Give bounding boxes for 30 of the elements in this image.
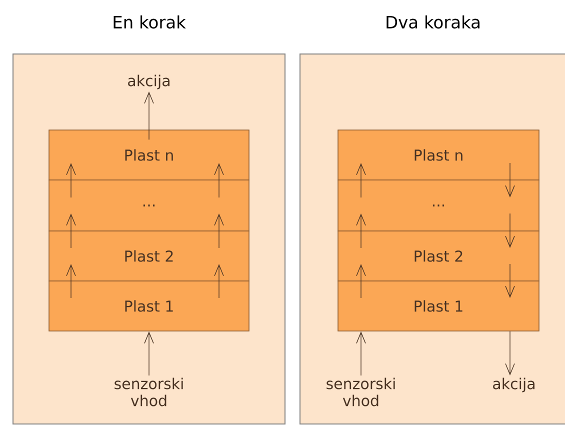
arrow — [144, 331, 154, 376]
label-text: akcija — [493, 378, 534, 392]
heading: Dva koraka — [386, 15, 480, 29]
label-text: akcija — [128, 74, 170, 90]
arrow — [356, 213, 366, 248]
layer-box: ... — [338, 180, 540, 232]
layer-box: Plast 2 — [338, 230, 540, 282]
layer-box: ... — [48, 180, 250, 232]
arrow — [356, 162, 366, 198]
arrow — [356, 264, 366, 298]
arrow — [505, 213, 515, 248]
arrow — [144, 91, 154, 140]
label-text: senzorski vhod — [326, 378, 395, 406]
arrow — [214, 213, 224, 248]
layer-box: Plast 1 — [338, 280, 540, 332]
arrow — [66, 264, 76, 298]
layer-box: Plast 2 — [48, 230, 250, 282]
arrow — [66, 213, 76, 248]
arrow — [214, 162, 224, 198]
arrow — [505, 264, 515, 298]
layer-box: Plast 1 — [48, 280, 250, 332]
arrow — [505, 162, 515, 198]
heading: En korak — [114, 15, 186, 29]
arrow — [505, 331, 515, 376]
layer-box: Plast n — [48, 130, 250, 180]
arrow — [66, 162, 76, 198]
label-text: senzorski vhod — [114, 378, 183, 406]
layer-box: Plast n — [338, 130, 540, 180]
arrow — [214, 264, 224, 298]
arrow — [356, 331, 366, 376]
